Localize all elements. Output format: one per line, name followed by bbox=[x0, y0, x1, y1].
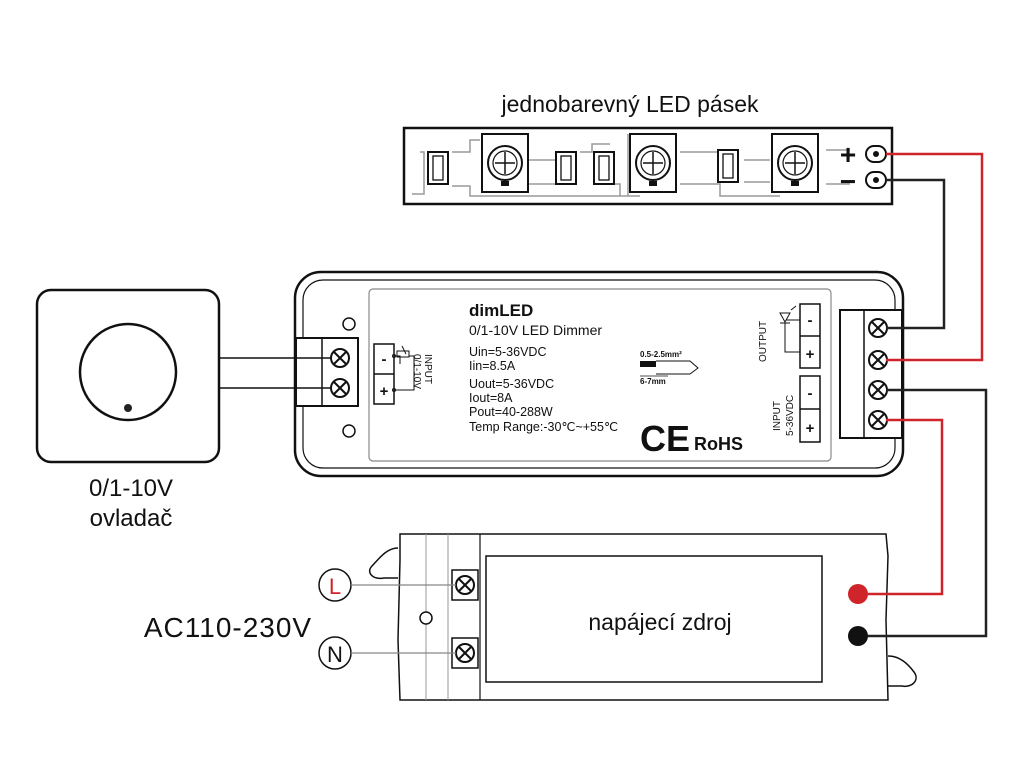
negative-output-wire bbox=[886, 178, 946, 330]
dimmer-knob-icon bbox=[78, 322, 178, 422]
mounting-hole bbox=[342, 424, 356, 438]
mounting-tab bbox=[887, 655, 917, 688]
control-input-label: INPUT bbox=[422, 354, 433, 384]
mounting-tab bbox=[368, 547, 399, 580]
controller-label-line2: ovladač bbox=[90, 505, 173, 532]
positive-input-wire bbox=[868, 418, 944, 596]
screw-terminal-icon bbox=[868, 350, 888, 370]
mains-voltage-label: AC110-230V bbox=[144, 612, 312, 643]
dimmer-unit: dimLED 0/1-10V LED Dimmer Uin=5-36VDC Ii… bbox=[293, 270, 905, 478]
power-input-label: INPUT bbox=[772, 401, 783, 431]
screw-terminal-icon bbox=[330, 348, 350, 368]
strip-resistor bbox=[555, 151, 577, 185]
rotary-controller bbox=[35, 288, 221, 464]
screw-terminal-icon bbox=[868, 380, 888, 400]
power-input-block: - + INPUT 5-36VDC bbox=[772, 375, 821, 443]
psu-positive-terminal bbox=[848, 584, 868, 604]
control-input-sub: 0/1-10V bbox=[411, 354, 422, 389]
output-block: - + OUTPUT bbox=[758, 303, 821, 369]
spec-pout: Pout=40-288W bbox=[469, 405, 553, 419]
power-input-sub: 5-36VDC bbox=[785, 395, 796, 436]
output-terminal-block bbox=[839, 309, 903, 439]
power-plus: + bbox=[806, 420, 815, 437]
stripped-wire-icon bbox=[640, 360, 699, 377]
strip-resistor bbox=[593, 151, 615, 185]
led-chip-icon bbox=[771, 133, 819, 193]
psu-negative-terminal bbox=[848, 626, 868, 646]
rohs-mark: RoHS bbox=[694, 434, 743, 454]
spec-uout: Uout=5-36VDC bbox=[469, 377, 554, 391]
controller-label-line1: 0/1-10V bbox=[89, 475, 173, 502]
negative-input-wire bbox=[868, 388, 988, 638]
spec-iout: Iout=8A bbox=[469, 391, 513, 405]
dimmer-model: 0/1-10V LED Dimmer bbox=[469, 322, 602, 338]
ce-mark: CE bbox=[640, 418, 690, 459]
psu-label-area bbox=[485, 555, 823, 683]
dimmer-label-panel bbox=[368, 288, 832, 462]
knob-indicator-dot bbox=[124, 404, 132, 412]
positive-output-wire bbox=[886, 152, 984, 362]
dimmer-brand: dimLED bbox=[469, 301, 533, 320]
control-input-block: - + INPUT 0/1-10V bbox=[373, 343, 433, 405]
power-minus: - bbox=[808, 385, 813, 402]
spec-uin: Uin=5-36VDC bbox=[469, 345, 546, 359]
strip-resistor bbox=[717, 149, 739, 183]
wire-gauge-label: 0.5-2.5mm² bbox=[640, 350, 682, 359]
led-chip-icon bbox=[629, 133, 677, 193]
control-terminal-block bbox=[295, 337, 359, 407]
strip-resistor bbox=[427, 151, 449, 185]
ground-node bbox=[419, 611, 433, 625]
output-label: OUTPUT bbox=[758, 321, 769, 362]
strip-length-label: 6-7mm bbox=[640, 377, 666, 386]
potentiometer-icon bbox=[392, 345, 415, 392]
led-symbol-icon bbox=[779, 305, 800, 353]
output-minus: - bbox=[808, 312, 813, 329]
screw-terminal-icon bbox=[330, 378, 350, 398]
mounting-hole bbox=[342, 317, 356, 331]
screw-terminal-icon bbox=[868, 410, 888, 430]
led-strip: + − bbox=[402, 126, 894, 206]
psu-label: napájecí zdroj bbox=[588, 609, 731, 635]
control-plus: + bbox=[380, 383, 389, 400]
strip-pad-positive bbox=[865, 145, 887, 163]
live-label: L bbox=[329, 574, 341, 599]
strip-traces bbox=[412, 134, 850, 197]
control-minus: - bbox=[382, 351, 387, 368]
spec-temp-range: Temp Range:-30℃~+55℃ bbox=[469, 420, 618, 434]
neutral-label: N bbox=[327, 642, 343, 667]
strip-plus-label: + bbox=[840, 139, 856, 170]
live-terminal-marker: L bbox=[318, 568, 352, 602]
strip-title: jednobarevný LED pásek bbox=[501, 91, 759, 117]
output-plus: + bbox=[806, 346, 815, 363]
neutral-terminal-marker: N bbox=[318, 636, 352, 670]
strip-pad-negative bbox=[865, 171, 887, 189]
screw-terminal-icon bbox=[868, 318, 888, 338]
strip-minus-label: − bbox=[840, 166, 856, 197]
led-chip-icon bbox=[481, 133, 529, 193]
spec-iin: Iin=8.5A bbox=[469, 359, 516, 373]
